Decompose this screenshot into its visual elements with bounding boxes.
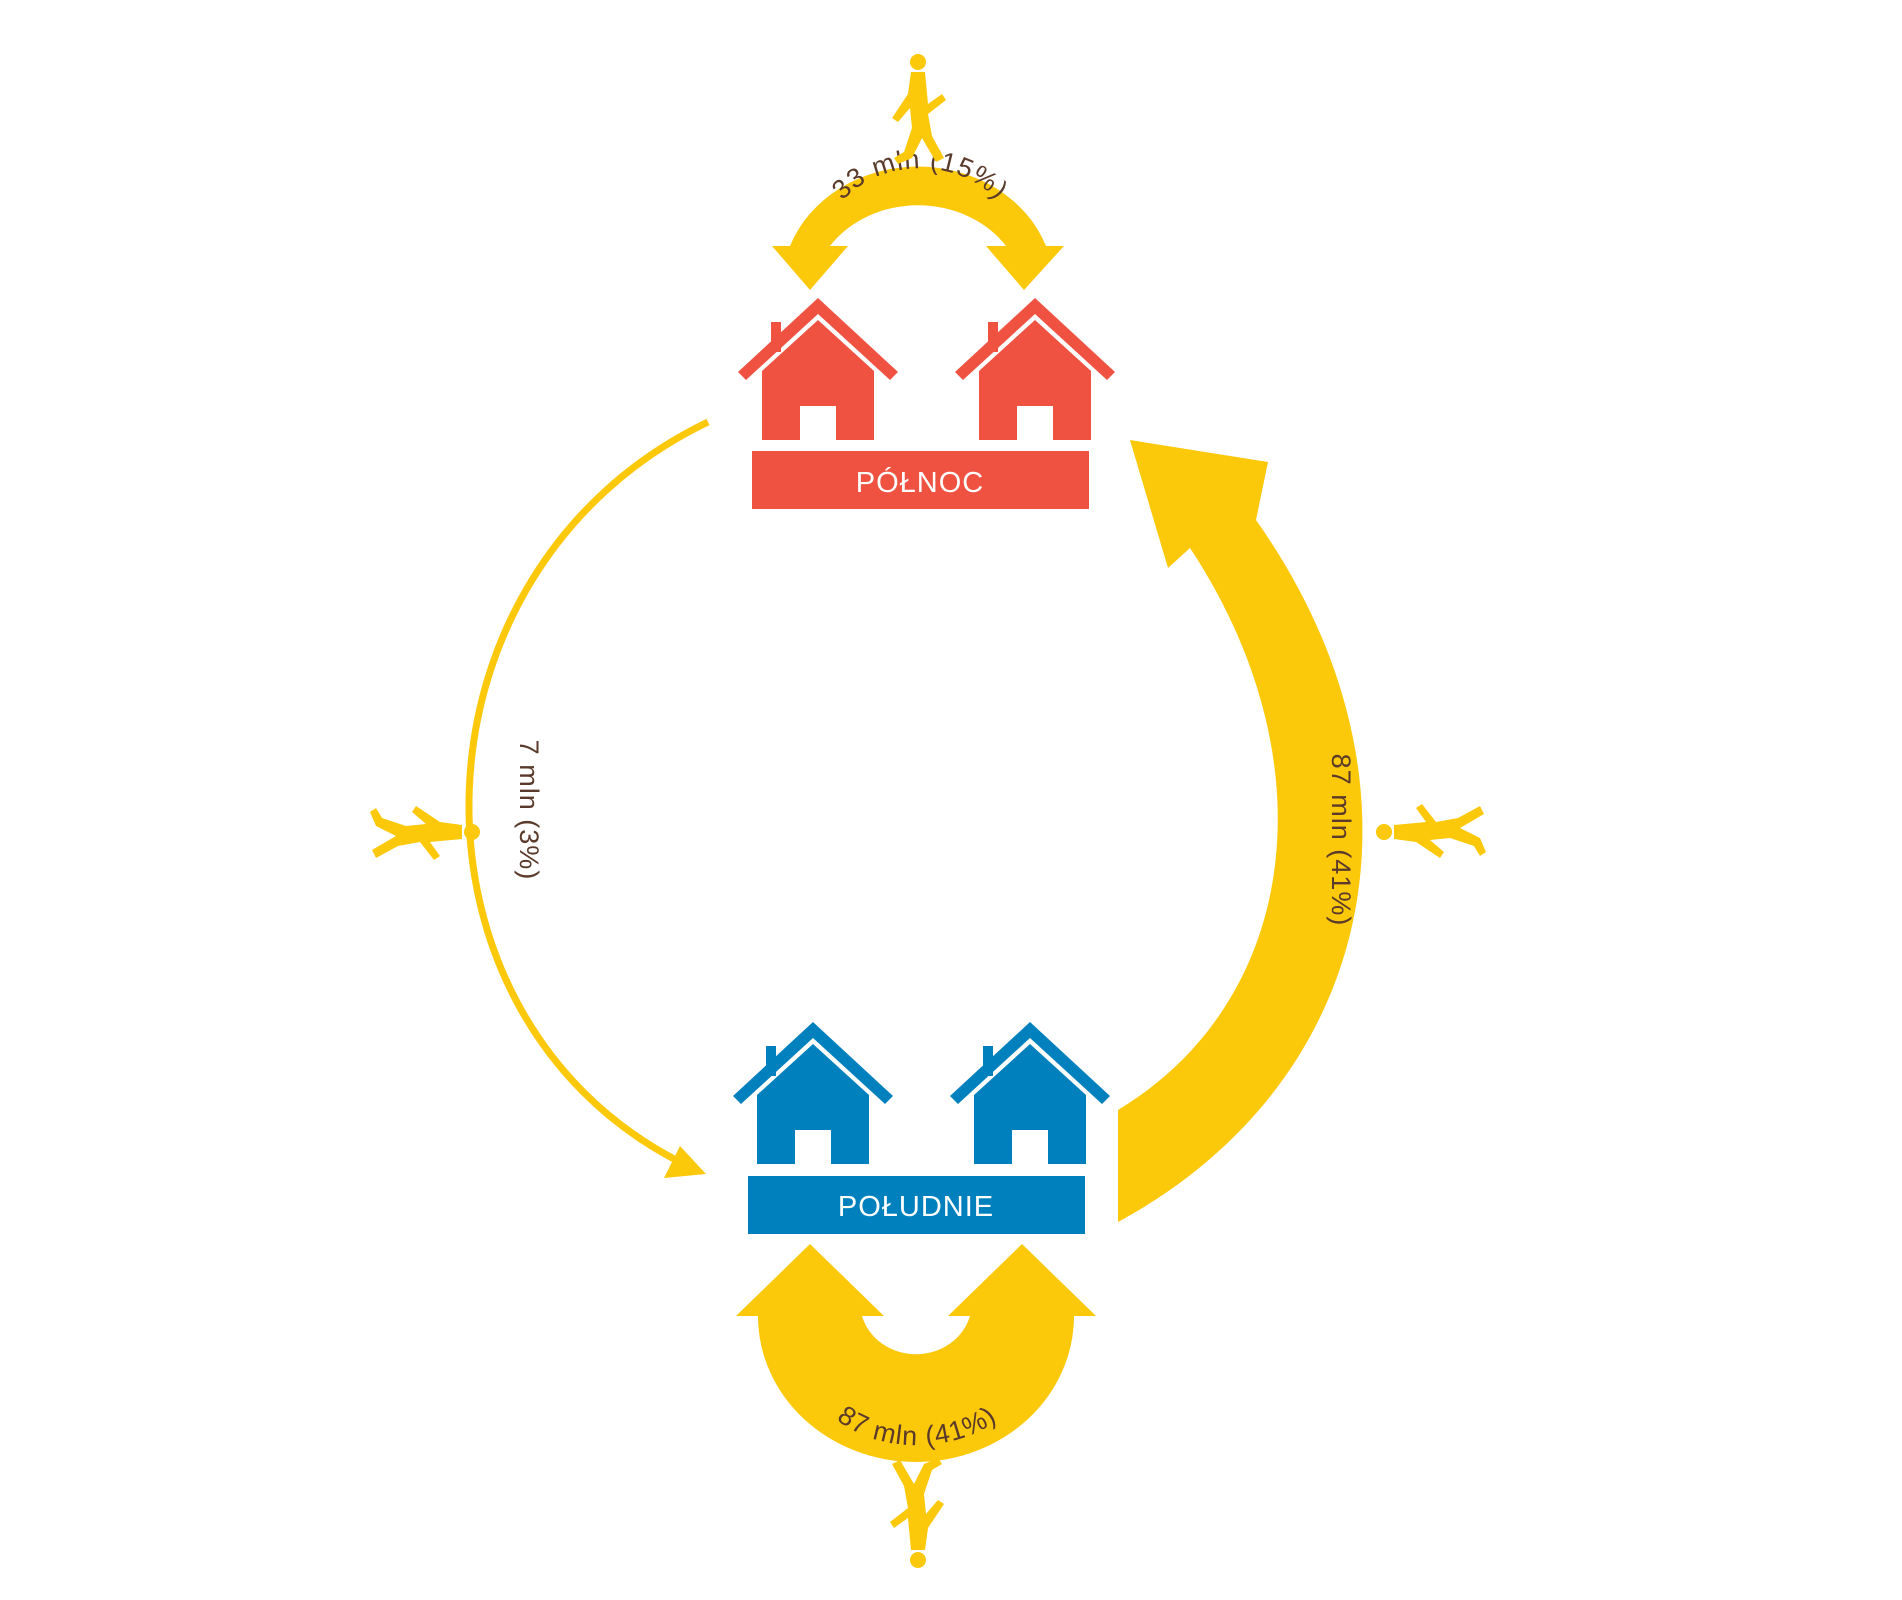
flow-north-to-north: 33 mln (15%) <box>772 54 1064 290</box>
north-house-right-icon <box>955 298 1115 440</box>
flow-south-south-arrow <box>736 1244 1096 1462</box>
north-region: PÓŁNOC <box>738 298 1115 509</box>
flow-north-south-arrowhead <box>664 1146 706 1178</box>
north-region-label: PÓŁNOC <box>856 466 984 499</box>
flow-north-south-label: 7 mln (3%) <box>514 740 544 881</box>
walking-person-right-icon <box>1376 804 1486 858</box>
south-house-left-icon <box>733 1022 893 1164</box>
walking-person-bottom-icon <box>890 1458 944 1568</box>
flow-south-north-arrow <box>1118 440 1363 1222</box>
north-house-left-icon <box>738 298 898 440</box>
walking-person-left-icon <box>370 806 480 860</box>
south-label-bar <box>748 1176 1085 1234</box>
flow-south-north-label: 87 mln (41%) <box>1326 754 1356 927</box>
south-region: POŁUDNIE <box>733 1022 1110 1234</box>
flow-south-to-north: 87 mln (41%) <box>1118 440 1486 1222</box>
flow-north-north-arrow <box>772 166 1064 290</box>
flow-south-to-south: 87 mln (41%) <box>736 1244 1096 1568</box>
flow-north-south-label-text: 7 mln (3%) <box>514 740 543 881</box>
south-house-right-icon <box>950 1022 1110 1164</box>
south-region-label: POŁUDNIE <box>838 1191 994 1223</box>
flow-north-to-south: 7 mln (3%) <box>370 418 710 1178</box>
north-label-bar <box>752 451 1089 509</box>
flow-south-north-label-text: 87 mln (41%) <box>1326 754 1355 927</box>
flow-north-south-arc <box>465 418 710 1164</box>
